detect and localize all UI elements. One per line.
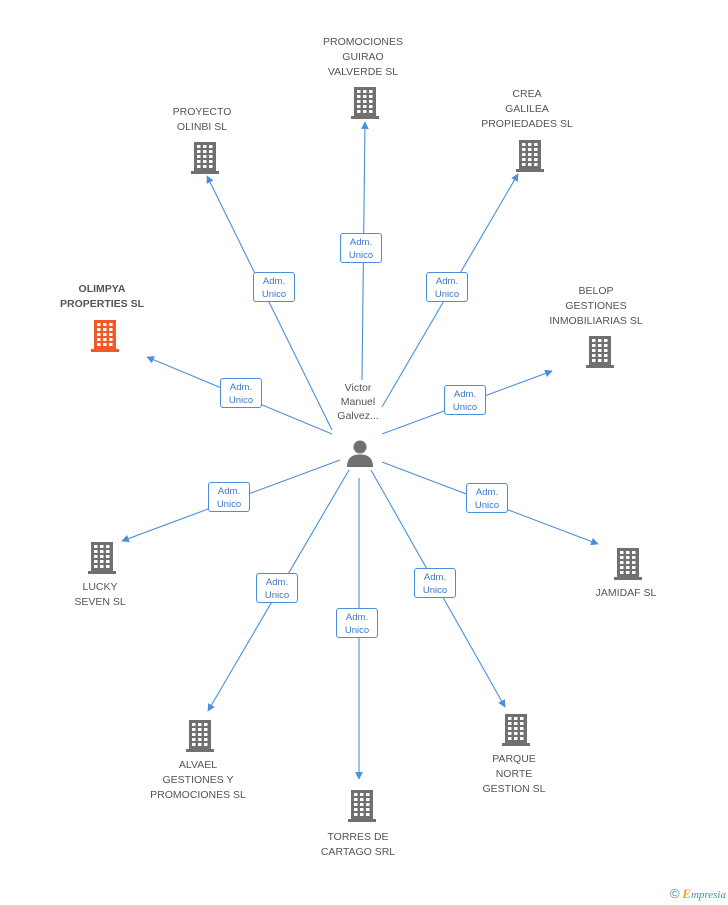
role-line-1: Adm. [265, 577, 289, 588]
role-line-1: Adm. [435, 276, 459, 287]
copyright-symbol: © [669, 886, 680, 901]
building-icon[interactable] [513, 138, 547, 172]
role-line-1: Adm. [349, 237, 373, 248]
brand-name: mpresia [690, 889, 726, 901]
company-name-lucky[interactable]: LUCKY SEVEN SL [74, 581, 126, 608]
company-name-torres[interactable]: TORRES DE CARTAGO SRL [320, 831, 396, 858]
role-line-1: Adm. [453, 389, 477, 400]
person-icon[interactable] [345, 438, 375, 468]
building-icon[interactable] [88, 318, 122, 352]
building-icon[interactable] [188, 140, 222, 174]
role-line-2: Unico [452, 402, 478, 413]
role-line-2: Unico [228, 395, 254, 406]
role-badge-lucky[interactable]: Adm. Unico [208, 482, 250, 512]
role-line-2: Unico [474, 500, 500, 511]
building-icon[interactable] [583, 334, 617, 368]
role-badge-jamidaf[interactable]: Adm. Unico [466, 483, 508, 513]
role-line-2: Unico [344, 625, 370, 636]
role-badge-olimpya[interactable]: Adm. Unico [220, 378, 262, 408]
role-line-1: Adm. [217, 486, 241, 497]
role-line-1: Adm. [423, 572, 447, 583]
role-badge-proyecto[interactable]: Adm. Unico [253, 272, 295, 302]
company-name-olimpya[interactable]: OLIMPYA PROPERTIES SL [59, 283, 145, 310]
person-name[interactable]: Victor Manuel Galvez... [337, 382, 379, 422]
role-line-2: Unico [422, 585, 448, 596]
building-icon[interactable] [499, 712, 533, 746]
building-icon[interactable] [348, 85, 382, 119]
building-icon[interactable] [85, 540, 119, 574]
company-name-parque[interactable]: PARQUE NORTE GESTION SL [482, 753, 546, 795]
role-badge-parque[interactable]: Adm. Unico [414, 568, 456, 598]
role-line-1: Adm. [262, 276, 286, 287]
role-line-2: Unico [348, 250, 374, 261]
company-name-crea[interactable]: CREA GALILEA PROPIEDADES SL [481, 88, 573, 130]
company-name-alvael[interactable]: ALVAEL GESTIONES Y PROMOCIONES SL [150, 759, 246, 801]
building-icon[interactable] [345, 788, 379, 822]
role-badge-belop[interactable]: Adm. Unico [444, 385, 486, 415]
building-icon[interactable] [183, 718, 217, 752]
building-icon[interactable] [611, 546, 645, 580]
role-line-2: Unico [434, 289, 460, 300]
role-badge-torres[interactable]: Adm. Unico [336, 608, 378, 638]
company-name-belop[interactable]: BELOP GESTIONES INMOBILIARIAS SL [549, 285, 643, 327]
edge-proyecto [206, 175, 333, 431]
role-line-1: Adm. [475, 487, 499, 498]
company-name-jamidaf[interactable]: JAMIDAF SL [595, 587, 657, 599]
role-line-1: Adm. [229, 382, 253, 393]
company-name-proyecto[interactable]: PROYECTO OLINBI SL [172, 106, 232, 133]
role-badge-promociones[interactable]: Adm. Unico [340, 233, 382, 263]
role-line-1: Adm. [345, 612, 369, 623]
company-name-promociones[interactable]: PROMOCIONES GUIRAO VALVERDE SL [323, 36, 403, 78]
role-badge-alvael[interactable]: Adm. Unico [256, 573, 298, 603]
role-line-2: Unico [261, 289, 287, 300]
brand-footer: © Empresia [670, 886, 726, 902]
brand-initial: E [682, 886, 691, 901]
role-badge-crea[interactable]: Adm. Unico [426, 272, 468, 302]
role-line-2: Unico [264, 590, 290, 601]
role-line-2: Unico [216, 499, 242, 510]
